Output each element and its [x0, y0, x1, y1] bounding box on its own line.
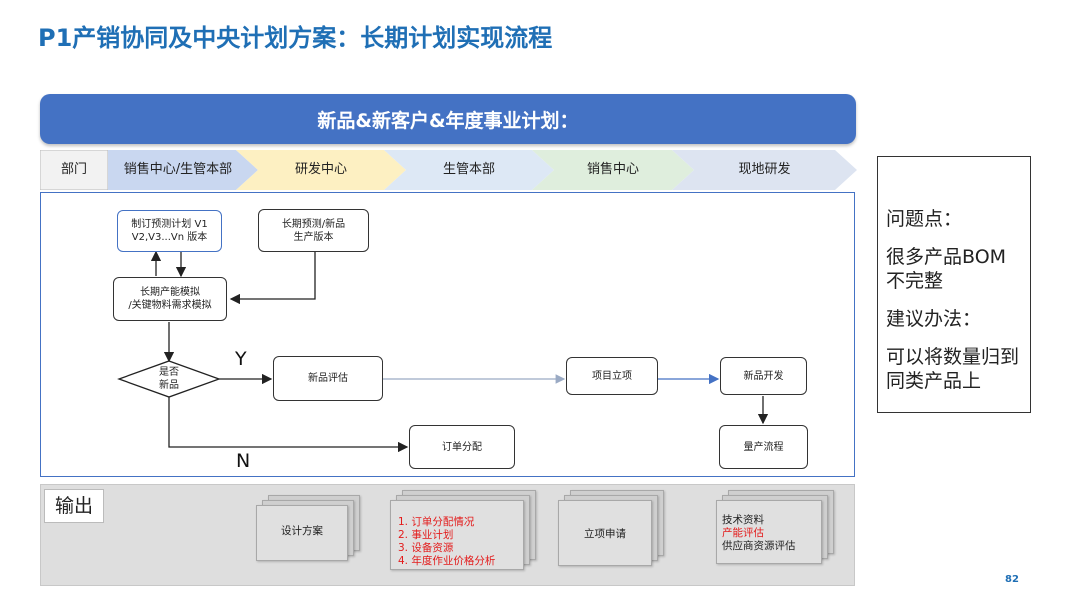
node-mass-production: 量产流程 [719, 425, 808, 469]
lane-label-local-rnd: 现地研发 [738, 162, 791, 177]
output-doc-project: 立项申请 [558, 490, 666, 574]
output-doc-orders-line: 1. 订单分配情况 [398, 516, 475, 528]
decision-diamond [117, 360, 221, 398]
output-doc-tech-line: 供应商资源评估 [722, 540, 796, 552]
node-new-product-evaluation: 新品评估 [273, 356, 383, 401]
node-capacity-simulation: 长期产能模拟 /关键物料需求模拟 [113, 277, 227, 321]
problem-title: 问题点： [886, 208, 963, 230]
problem-text: 很多产品BOM不完整 [886, 246, 1007, 292]
output-doc-tech-line: 技术资料 [722, 514, 764, 526]
plan-banner: 新品&新客户&年度事业计划： [40, 94, 856, 144]
flow-area: 制订预测计划 V1 V2,V3...Vn 版本 长期预测/新品 生产版本 长期产… [40, 192, 855, 477]
output-doc-tech-list: 技术资料产能评估供应商资源评估 [722, 514, 796, 553]
output-doc-orders-line: 2. 事业计划 [398, 529, 454, 541]
lane-label-sales: 销售中心 [586, 162, 639, 177]
node-project-approval: 项目立项 [566, 357, 658, 395]
page-title: P1产销协同及中央计划方案：长期计划实现流程 [38, 24, 553, 52]
output-doc-tech-line: 产能评估 [722, 527, 764, 539]
advice-text: 可以将数量归到同类产品上 [886, 346, 1020, 392]
output-doc-project-text: 立项申请 [584, 528, 626, 540]
lane-label-rnd: 研发中心 [294, 162, 347, 177]
lane-arrows [40, 150, 857, 190]
department-lanes: 部门 销售中心/生管本部 研发中心 生管本部 销售中心 现地研发 [40, 150, 860, 190]
output-label: 输出 [44, 489, 104, 523]
page-number: 82 [1005, 574, 1019, 585]
arrow-decision-to-order [168, 397, 409, 453]
lane-arrow-sales [532, 150, 694, 190]
flow-connectors [117, 250, 769, 453]
output-doc-design-text: 设计方案 [281, 525, 323, 537]
node-new-product-development: 新品开发 [720, 357, 807, 395]
lane-label-production: 生管本部 [442, 162, 495, 177]
lane-header: 部门 [60, 162, 87, 177]
lane-arrow-sales-production [108, 150, 258, 190]
output-doc-design: 设计方案 [256, 495, 360, 563]
node-long-term-forecast: 长期预测/新品 生产版本 [258, 209, 369, 252]
lane-arrow-local-rnd [672, 150, 857, 190]
lane-arrow-production [384, 150, 554, 190]
advice-title: 建议办法： [886, 308, 982, 330]
arrow-long-forecast-to-simulation [229, 252, 316, 305]
node-is-new-product: 是否 新品 [159, 367, 179, 391]
no-label: N [236, 450, 251, 472]
output-doc-orders-line: 4. 年度作业价格分析 [398, 555, 496, 567]
lane-arrow-rnd [236, 150, 406, 190]
node-forecast-plan: 制订预测计划 V1 V2,V3...Vn 版本 [117, 210, 222, 252]
lane-label-sales-production: 销售中心/生管本部 [123, 162, 233, 177]
issue-advice-box: 问题点： 很多产品BOM不完整 建议办法： 可以将数量归到同类产品上 [877, 156, 1031, 413]
output-doc-tech: 技术资料产能评估供应商资源评估 [716, 490, 836, 570]
output-doc-orders-line: 3. 设备资源 [398, 542, 454, 554]
yes-label: Y [235, 348, 247, 370]
node-order-allocation: 订单分配 [409, 425, 515, 469]
